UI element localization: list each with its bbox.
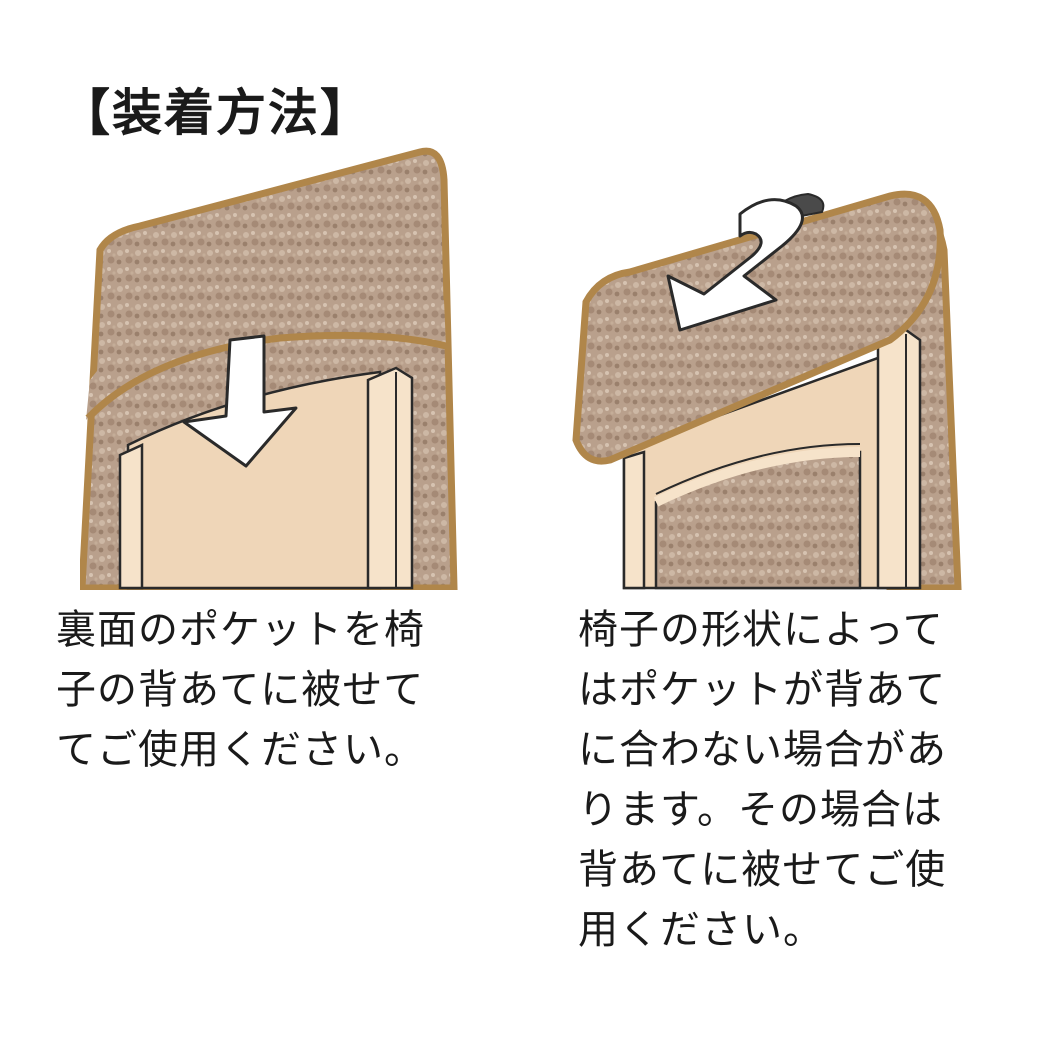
right-caption-line-1: 椅子の形状によって [578,607,944,653]
arrow-curved-down-icon [666,198,804,332]
cover-flap [572,190,944,465]
arrow-down-icon [182,334,298,468]
right-caption-line-3: に合わない場合があ [578,727,947,773]
left-caption-line-1: 裏面のポケットを椅 [56,607,425,653]
left-caption-line-3: てご使用ください。 [56,727,425,773]
page-title: 【装着方法】 [60,84,372,142]
right-instruction: 椅子の形状によって はポケットが背あて に合わない場合があ ります。その場合は … [578,600,947,960]
left-caption-line-2: 子の背あてに被せて [56,667,425,713]
chair-right-post [876,328,922,590]
right-caption-line-2: はポケットが背あて [578,667,947,713]
chair-pocket-illustration [80,147,458,590]
pocket-edge [85,331,447,421]
right-caption-line-6: 用ください。 [578,907,824,953]
left-instruction: 裏面のポケットを椅 子の背あてに被せて てご使用ください。 [56,600,425,780]
pocket-flap [86,294,446,420]
right-caption-line-5: 背あてに被せてご使 [578,847,947,893]
chair-left-post [118,443,144,590]
right-caption-line-4: ります。その場合は [578,787,943,833]
chair-left-post [622,450,646,590]
chair-right-post [366,366,414,590]
chair-cover-illustration [572,190,962,590]
